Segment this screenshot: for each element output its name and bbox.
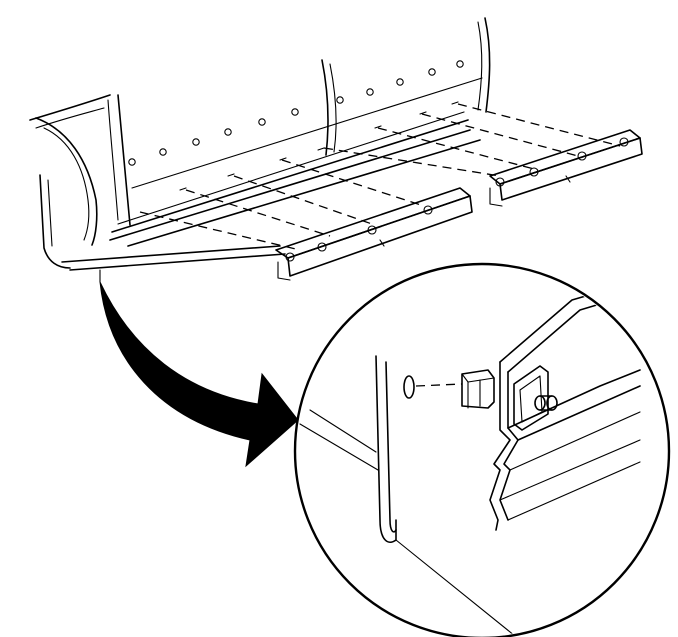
rivet-hole-row bbox=[128, 60, 464, 166]
rocker-molding-front bbox=[275, 187, 473, 281]
rocker-molding-rear bbox=[489, 129, 643, 207]
detail-mounting-hole bbox=[403, 375, 415, 399]
body-side-panel bbox=[29, 17, 491, 271]
detail-view bbox=[293, 262, 671, 637]
detail-body-panel bbox=[299, 355, 521, 636]
sill-fastener-slots bbox=[179, 101, 459, 191]
mounting-clip bbox=[461, 369, 495, 409]
alignment-dashes bbox=[139, 103, 621, 251]
callout-arrow bbox=[99, 269, 299, 468]
